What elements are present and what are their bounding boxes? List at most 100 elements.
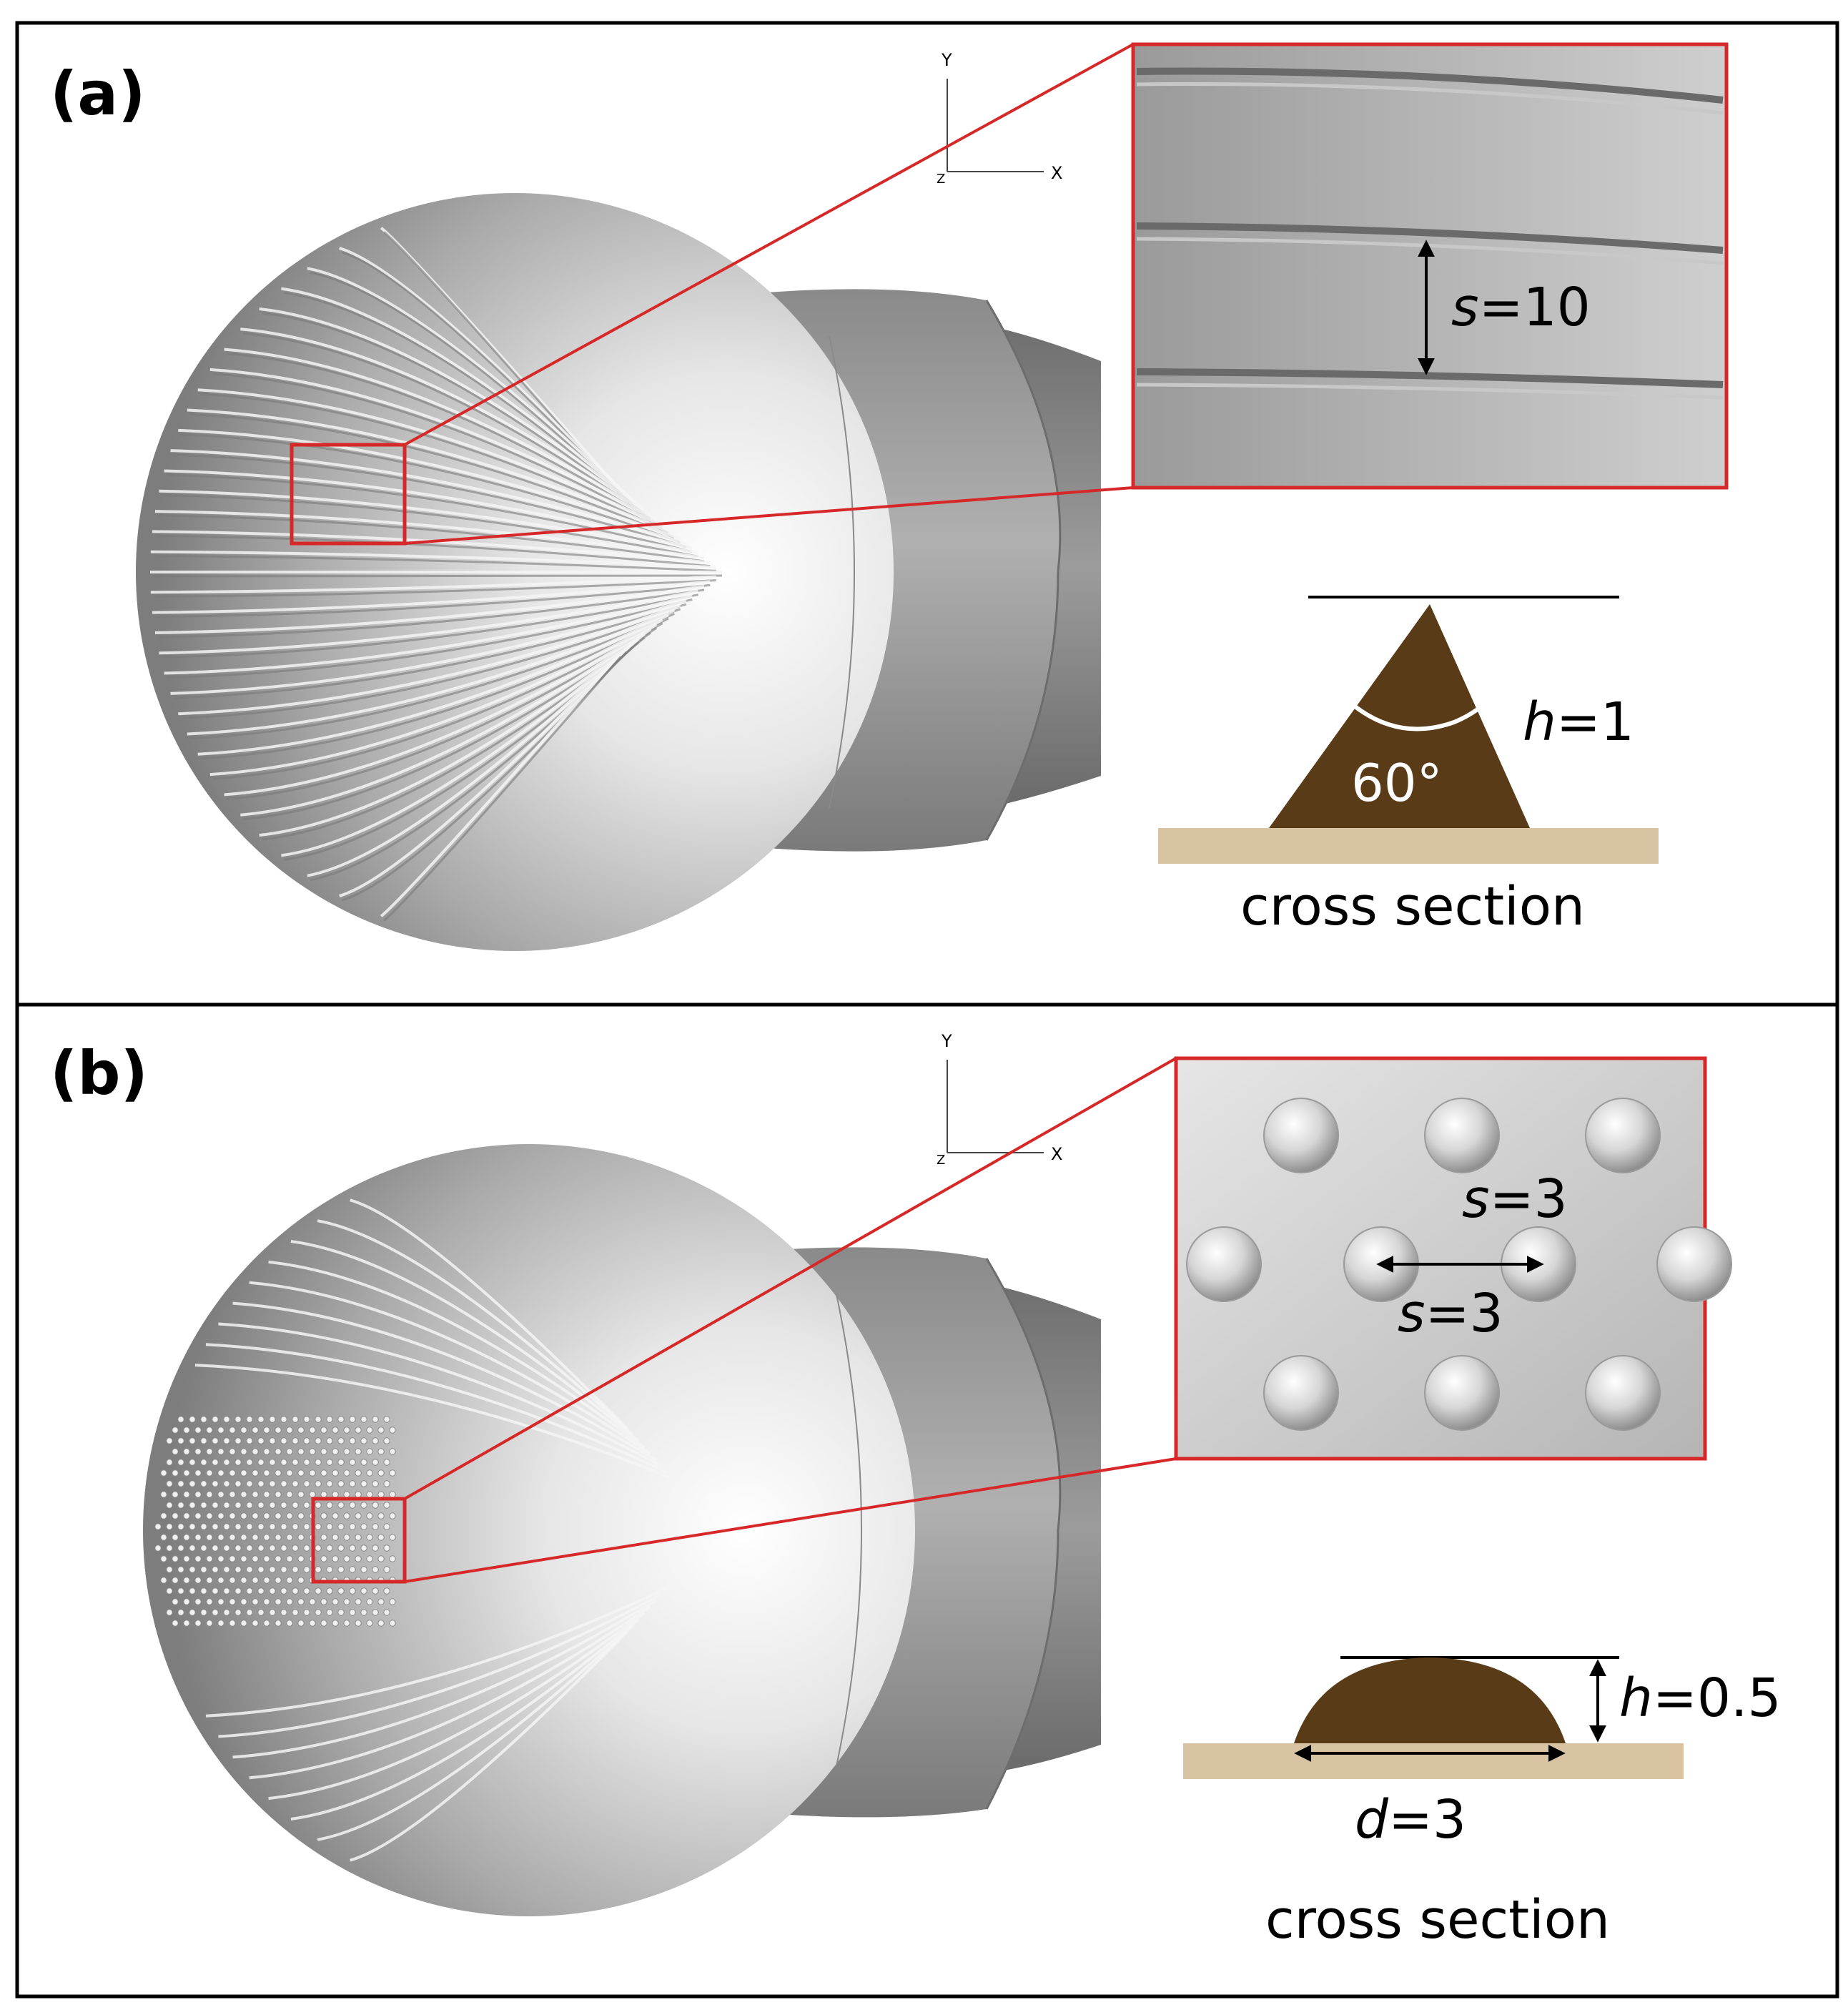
panel-b-bump [240, 1469, 247, 1477]
panel-b-bump [154, 1523, 162, 1530]
panel-b-label: (b) [50, 1038, 148, 1108]
panel-b-bump [332, 1469, 339, 1477]
panel-b-bump [280, 1609, 287, 1616]
panel-b-bump [297, 1448, 305, 1455]
panel-b-bump [292, 1459, 299, 1466]
panel-b-bump [383, 1437, 390, 1444]
panel-b-bump [326, 1480, 333, 1487]
panel-a-zoom-rib-1-highlight [1136, 82, 1724, 115]
panel-a-zoom-box [1131, 42, 1729, 490]
panel-a-height-label: h=1 [1523, 691, 1634, 753]
panel-b-bump [177, 1502, 184, 1509]
panel-a-rib-shadow [383, 656, 622, 922]
panel-b-sphere [143, 1144, 915, 1916]
panel-b-bump [366, 1620, 373, 1627]
panel-b-bump [194, 1448, 202, 1455]
panel-b-bump [234, 1437, 242, 1444]
panel-b-bump [240, 1448, 247, 1455]
panel-b-bump [337, 1523, 345, 1530]
panel-b-bump [360, 1437, 367, 1444]
panel-a-rib-shadow [153, 555, 716, 572]
panel-a-rib [187, 609, 676, 736]
panel-a: (a) Y X Z s=10 [50, 42, 1729, 951]
panel-b-bump [212, 1502, 219, 1509]
panel-b-rib [205, 1586, 669, 1718]
panel-a-rib-shadow [162, 593, 698, 659]
panel-a-angle-label: 60° [1351, 753, 1443, 813]
panel-b-bump [315, 1609, 322, 1616]
panel-b-bump [337, 1416, 345, 1423]
panel-b-bump [332, 1448, 339, 1455]
panel-b-bump [297, 1620, 305, 1627]
panel-b-bump [269, 1587, 276, 1595]
panel-b-bump [303, 1523, 310, 1530]
panel-a-rib [339, 247, 628, 497]
panel-b-bump [269, 1459, 276, 1466]
panel-b-bump [355, 1469, 362, 1477]
panel-b-bump [166, 1480, 173, 1487]
panel-a-rib [197, 614, 669, 756]
panel-b-bump [286, 1448, 293, 1455]
panel-b-bump [343, 1469, 350, 1477]
panel-b-bump [360, 1545, 367, 1552]
panel-b-bump [343, 1512, 350, 1519]
panel-b-bump [172, 1469, 179, 1477]
panel-b-bump [183, 1427, 190, 1434]
panel-b-bump [269, 1502, 276, 1509]
panel-b-bumps [154, 1416, 396, 1627]
panel-b-bump [194, 1491, 202, 1498]
panel-b-bump [263, 1469, 270, 1477]
panel-b-bump [234, 1459, 242, 1466]
panel-b-bump [389, 1534, 396, 1541]
panel-b-bump [206, 1555, 213, 1562]
panel-b-bump [269, 1437, 276, 1444]
panel-b-bump [292, 1609, 299, 1616]
panel-b-bump [189, 1416, 196, 1423]
panel-a-rib [380, 227, 622, 492]
panel-b-bump [286, 1598, 293, 1605]
panel-b-bump [309, 1598, 316, 1605]
panel-b-bump [326, 1437, 333, 1444]
panel-b-bump [212, 1459, 219, 1466]
panel-b-bump [315, 1587, 322, 1595]
panel-b-bump [234, 1480, 242, 1487]
panel-b-bump [337, 1480, 345, 1487]
panel-b-bump [292, 1523, 299, 1530]
panel-a-cross-section: 60° h=1 cross section [1158, 596, 1659, 937]
panel-b-bump [355, 1598, 362, 1605]
panel-a-rib [187, 408, 676, 536]
panel-a-y-label: Y [941, 50, 952, 70]
panel-b-axis-triad: Y X Z [937, 1031, 1062, 1168]
panel-b-bump [377, 1427, 385, 1434]
panel-b-rib [290, 1617, 640, 1821]
panel-b-bump [252, 1620, 259, 1627]
panel-b-bump [383, 1416, 390, 1423]
panel-b-bump [246, 1545, 253, 1552]
panel-b-bump [166, 1502, 173, 1509]
panel-b-bump [263, 1491, 270, 1498]
panel-b-bump [343, 1427, 350, 1434]
panel-b-bump [360, 1416, 367, 1423]
panel-b-bump [315, 1480, 322, 1487]
panel-a-rib-shadow [167, 473, 693, 553]
panel-b-bump [257, 1502, 265, 1509]
panel-a-rib-shadow [157, 588, 705, 639]
panel-b-bump [200, 1609, 207, 1616]
panel-b-bump [177, 1523, 184, 1530]
panel-a-rib [170, 599, 687, 695]
panel-a-sphere-seam [829, 335, 855, 809]
panel-b-bump [320, 1491, 327, 1498]
panel-b-bump [297, 1577, 305, 1584]
panel-b-bump [389, 1427, 396, 1434]
panel-b-bump [337, 1587, 345, 1595]
panel-b-bump [372, 1502, 379, 1509]
panel-b-bump [200, 1416, 207, 1423]
panel-a-rib-shadow [227, 353, 658, 524]
panel-b-bump [280, 1502, 287, 1509]
panel-a-spacing-label: s=10 [1451, 277, 1591, 338]
panel-b-bump [217, 1534, 224, 1541]
panel-b-bump [217, 1491, 224, 1498]
panel-b-bump [217, 1448, 224, 1455]
panel-b-bump [166, 1545, 173, 1552]
